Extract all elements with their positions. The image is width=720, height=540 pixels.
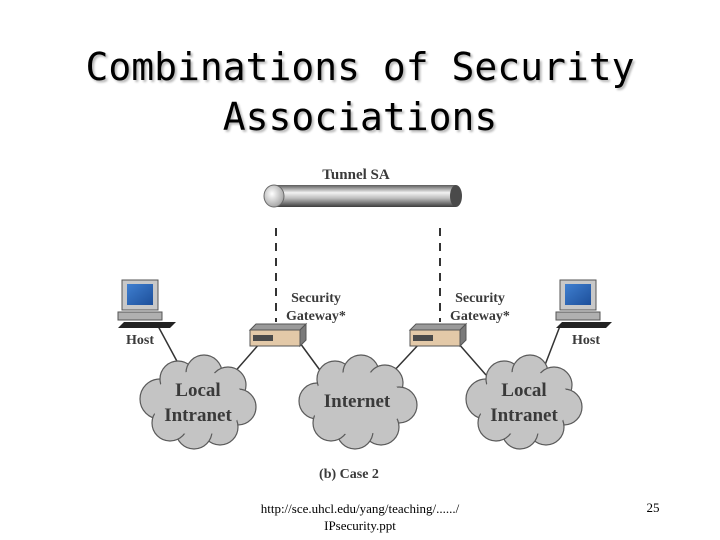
tunnel-sa bbox=[263, 184, 462, 208]
page-number: 25 bbox=[646, 500, 660, 515]
gateway-right-label-line1: Security bbox=[455, 291, 505, 306]
cloud-right-label-line1: Local bbox=[501, 380, 546, 401]
footer-source-url: http://sce.uhcl.edu/yang/teaching/......… bbox=[230, 500, 490, 534]
tunnel-tube-body bbox=[274, 185, 456, 207]
cloud-right-icon bbox=[465, 354, 583, 450]
link-gw-right-internet bbox=[391, 342, 421, 374]
host-left-computer-icon bbox=[117, 279, 176, 328]
cloud-left-label-line1: Local bbox=[175, 380, 220, 401]
host-left-label: Host bbox=[126, 333, 154, 348]
tunnel-sa-label: Tunnel SA bbox=[322, 167, 390, 183]
link-gw-left-internet bbox=[299, 342, 323, 374]
tunnel-tube-cap bbox=[263, 184, 285, 208]
cloud-internet-icon bbox=[298, 354, 418, 450]
diagram-caption: (b) Case 2 bbox=[319, 467, 379, 482]
host-right-label: Host bbox=[572, 333, 600, 348]
footer-url-line1: http://sce.uhcl.edu/yang/teaching/......… bbox=[260, 501, 460, 516]
slide-title-line2: Associations bbox=[222, 95, 498, 139]
footer-url-line2: IPsecurity.ppt bbox=[324, 518, 396, 533]
cloud-left-icon bbox=[139, 354, 257, 450]
cloud-internet-label: Internet bbox=[324, 391, 391, 412]
gateway-right-device-icon bbox=[408, 322, 468, 348]
tunnel-tube-end bbox=[450, 185, 462, 207]
gateway-left-label-line1: Security bbox=[291, 291, 341, 306]
gateway-left-label-line2: Gateway* bbox=[286, 309, 346, 324]
slide-title-line1: Combinations of Security bbox=[85, 45, 635, 89]
cloud-left-label-line2: Intranet bbox=[164, 405, 232, 426]
link-gw-right-cloud-right bbox=[457, 342, 487, 376]
gateway-right-label-line2: Gateway* bbox=[450, 309, 510, 324]
host-right-computer-icon bbox=[555, 279, 612, 328]
cloud-right-label-line2: Intranet bbox=[490, 405, 558, 426]
gateway-left-device-icon bbox=[248, 322, 308, 348]
